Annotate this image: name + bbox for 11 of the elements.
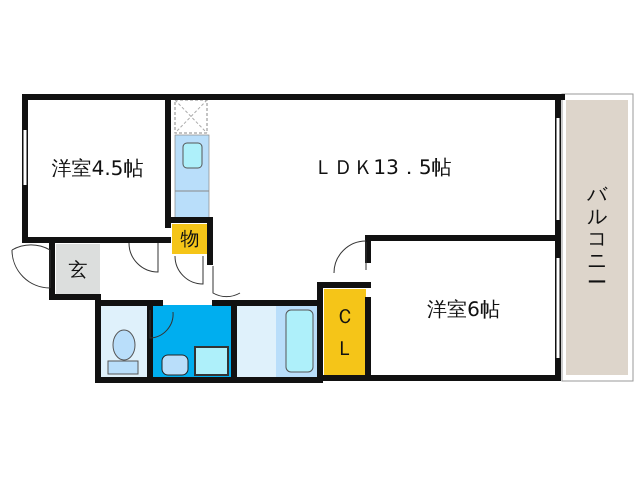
entrance-area — [56, 244, 100, 296]
room-label: 玄 — [68, 258, 88, 283]
room-label: 洋室6帖 — [427, 296, 500, 322]
room-label: バルコニー — [587, 182, 607, 292]
room-label: 洋室4.5帖 — [52, 155, 144, 182]
room-label: ＣＬ — [335, 303, 355, 362]
closet-area — [324, 289, 366, 375]
balcony-area — [566, 100, 628, 375]
room-label: 物 — [180, 227, 200, 252]
storage-area — [172, 224, 208, 254]
room-label: ＬＤＫ13．5帖 — [313, 154, 452, 181]
